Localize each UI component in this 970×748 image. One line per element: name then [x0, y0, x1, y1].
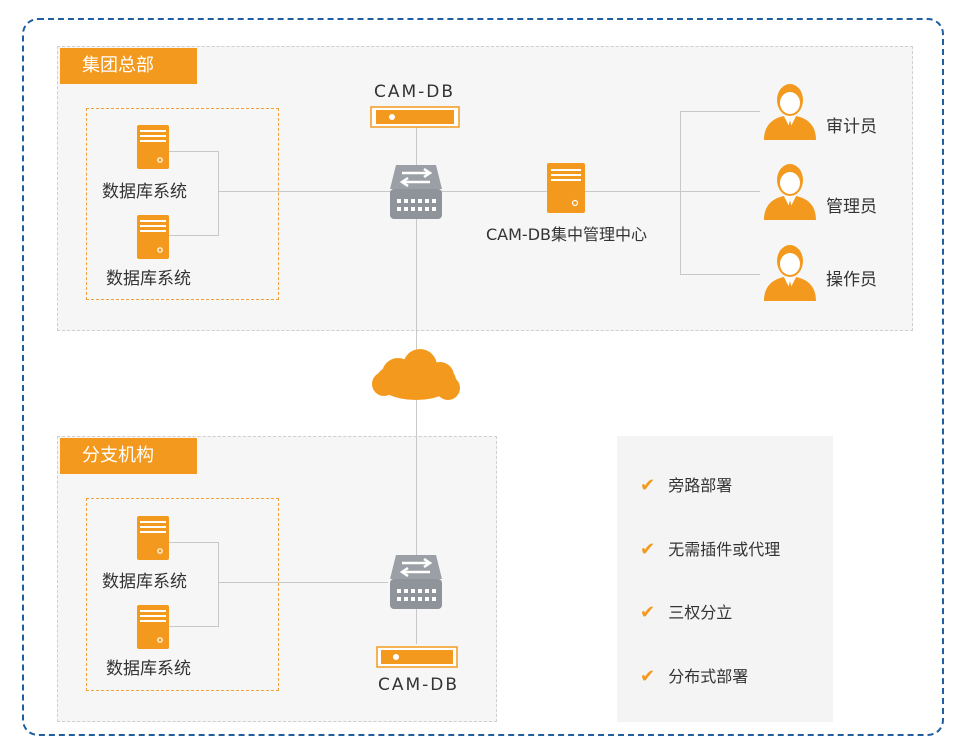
branch-db-label-1: 数据库系统 — [102, 572, 187, 592]
hq-cam-db-label: CAM-DB — [374, 82, 456, 102]
server-icon — [137, 215, 169, 259]
user-label-admin: 管理员 — [826, 197, 877, 217]
feature-label: 三权分立 — [668, 603, 733, 622]
feature-label: 旁路部署 — [668, 476, 733, 495]
user-label-auditor: 审计员 — [826, 117, 877, 137]
cam-db-appliance-icon — [376, 646, 458, 668]
hq-db-bracket-vertical — [218, 151, 219, 236]
hq-title: 集团总部 — [60, 48, 197, 84]
feature-label: 分布式部署 — [668, 667, 749, 686]
user-icon — [764, 245, 816, 301]
server-icon — [137, 605, 169, 649]
check-icon: ✔ — [640, 602, 656, 623]
user-label-operator: 操作员 — [826, 270, 877, 290]
server-icon — [547, 163, 585, 213]
mgmt-center-label: CAM-DB集中管理中心 — [486, 225, 647, 244]
user-line-3 — [680, 274, 760, 275]
hq-db-label-1: 数据库系统 — [102, 182, 187, 202]
user-bracket-vertical — [680, 111, 681, 275]
user-icon — [764, 164, 816, 220]
branch-db-bracket-vertical — [218, 542, 219, 627]
features-panel — [617, 436, 833, 722]
branch-db-bracket-top — [168, 542, 218, 543]
feature-item: ✔ 旁路部署 — [640, 472, 732, 496]
branch-title: 分支机构 — [60, 438, 197, 474]
user-line-2 — [680, 191, 760, 192]
outer-frame — [22, 18, 944, 736]
hq-db-label-2: 数据库系统 — [106, 269, 191, 289]
user-icon — [764, 84, 816, 140]
hq-db-bracket-top — [168, 151, 218, 152]
user-line-1 — [680, 111, 760, 112]
feature-label: 无需插件或代理 — [668, 540, 781, 559]
check-icon: ✔ — [640, 666, 656, 687]
branch-db-group — [86, 498, 279, 691]
branch-db-bracket-bottom — [168, 626, 218, 627]
check-icon: ✔ — [640, 539, 656, 560]
hq-db-group — [86, 108, 279, 300]
cam-db-appliance-icon — [370, 106, 460, 128]
feature-item: ✔ 分布式部署 — [640, 663, 748, 687]
feature-item: ✔ 无需插件或代理 — [640, 536, 780, 560]
hq-zone — [57, 46, 913, 331]
hq-main-line — [218, 191, 680, 192]
branch-db-label-2: 数据库系统 — [106, 659, 191, 679]
branch-cam-db-label: CAM-DB — [378, 675, 460, 695]
server-icon — [137, 125, 169, 169]
switch-icon — [390, 555, 442, 609]
switch-icon — [390, 165, 442, 219]
branch-main-line — [218, 582, 388, 583]
feature-item: ✔ 三权分立 — [640, 599, 732, 623]
check-icon: ✔ — [640, 475, 656, 496]
server-icon — [137, 516, 169, 560]
hq-db-bracket-bottom — [168, 235, 218, 236]
cloud-icon — [372, 349, 460, 400]
